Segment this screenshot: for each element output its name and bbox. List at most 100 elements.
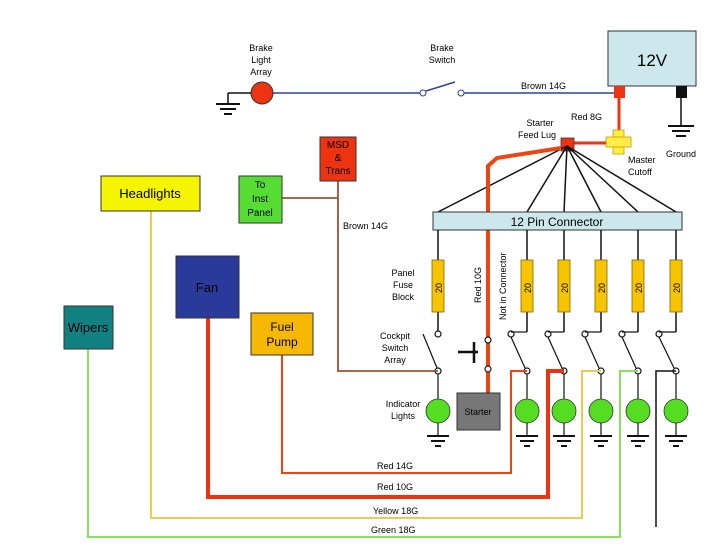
brake-switch-label: Brake Switch — [429, 43, 456, 65]
svg-text:Switch: Switch — [382, 343, 409, 353]
fuse-4-value: 20 — [597, 283, 607, 293]
fuse-columns — [437, 230, 677, 332]
fuse-3-value: 20 — [560, 283, 570, 293]
indicator-light-6 — [663, 398, 689, 424]
fuel-pump-label: Fuel Pump — [266, 320, 298, 349]
starter-feed-lug-label: Starter Feed Lug — [518, 118, 556, 140]
svg-text:Fuel: Fuel — [270, 320, 293, 334]
wire-yellow-18g — [150, 211, 601, 519]
svg-text:To: To — [255, 180, 266, 191]
ground-symbol-battery — [668, 125, 694, 137]
headlights-label: Headlights — [119, 186, 181, 201]
fuse-6 — [669, 259, 683, 313]
svg-text:Trans: Trans — [325, 166, 350, 177]
msd-trans-label: MSD & Trans — [325, 140, 350, 177]
svg-text:Array: Array — [384, 355, 406, 365]
ground-symbols-lights — [427, 423, 687, 447]
svg-text:Brake: Brake — [249, 43, 273, 53]
wire-label-green-18g: Green 18G — [371, 525, 416, 535]
indicator-lights-label: Indicator Lights — [386, 399, 421, 421]
svg-text:Light: Light — [251, 55, 271, 65]
fuse-3 — [557, 259, 571, 313]
svg-text:Cockpit: Cockpit — [380, 331, 411, 341]
fuse-2-value: 20 — [523, 283, 533, 293]
wire-label-red-10g-vertical: Red 10G — [473, 267, 483, 303]
wire-label-yellow-18g: Yellow 18G — [373, 506, 418, 516]
svg-text:&: & — [335, 153, 342, 164]
wire-label-brown-14g-mid: Brown 14G — [343, 221, 388, 231]
starter-pushbutton — [458, 342, 478, 363]
brake-switch-lever — [425, 81, 456, 92]
wipers-label: Wipers — [68, 320, 109, 335]
indicator-light-1 — [425, 398, 451, 424]
ground-label: Ground — [666, 149, 696, 159]
svg-text:Switch: Switch — [429, 55, 456, 65]
svg-text:Inst: Inst — [252, 194, 268, 205]
inst-panel-label: To Inst Panel — [247, 180, 273, 219]
wire-red-10g-fan — [206, 318, 564, 499]
brake-light-lamp — [250, 81, 274, 105]
wipers-box — [63, 305, 114, 350]
svg-text:Panel: Panel — [391, 268, 414, 278]
panel-fuse-label: Panel Fuse Block — [391, 268, 414, 302]
indicator-light-4 — [588, 398, 614, 424]
svg-text:MSD: MSD — [327, 140, 349, 151]
wire-brown-msd — [337, 181, 438, 372]
svg-text:Fuse: Fuse — [393, 280, 413, 290]
battery-positive-terminal — [614, 86, 625, 98]
indicator-light-2 — [514, 398, 540, 424]
svg-text:Master: Master — [628, 155, 656, 165]
fuse-1 — [431, 259, 445, 313]
inst-panel-box — [238, 175, 283, 224]
svg-text:Block: Block — [392, 292, 415, 302]
svg-text:Array: Array — [250, 67, 272, 77]
svg-text:Indicator: Indicator — [386, 399, 421, 409]
connector-label: 12 Pin Connector — [511, 215, 604, 229]
lug-fanout-wires — [437, 145, 677, 213]
fan-label: Fan — [196, 280, 218, 295]
fuse-5-value: 20 — [634, 283, 644, 293]
indicator-light-3 — [551, 398, 577, 424]
wire-green-18g — [87, 349, 638, 538]
svg-text:Lights: Lights — [391, 411, 416, 421]
svg-text:Starter: Starter — [526, 118, 553, 128]
indicator-light-5 — [625, 398, 651, 424]
battery-box — [607, 30, 697, 87]
battery-label: 12V — [637, 51, 668, 70]
wire-red-14g — [281, 355, 527, 474]
fan-box — [175, 255, 240, 319]
starter-label: Starter — [464, 407, 491, 417]
msd-trans-box — [319, 136, 357, 182]
wire-label-not-in-connector: Not in Connector — [498, 252, 508, 320]
svg-text:Brake: Brake — [430, 43, 454, 53]
wire-label-red-14g: Red 14G — [377, 461, 413, 471]
fuse-6-value: 20 — [672, 283, 682, 293]
fuse-block: 20 20 20 20 20 20 — [431, 259, 683, 313]
svg-text:Cutoff: Cutoff — [628, 167, 652, 177]
master-cutoff-switch — [605, 129, 632, 155]
wire-black-spare — [655, 370, 676, 527]
wire-label-red-8g: Red 8G — [571, 112, 602, 122]
svg-text:Panel: Panel — [247, 208, 273, 219]
svg-text:Feed Lug: Feed Lug — [518, 130, 556, 140]
wire-label-red-10g: Red 10G — [377, 482, 413, 492]
fuse-5 — [631, 259, 645, 313]
wire-red-10g-starter — [486, 146, 562, 366]
svg-text:Pump: Pump — [266, 335, 298, 349]
starter-box — [456, 392, 501, 431]
cockpit-switch-label: Cockpit Switch Array — [380, 331, 411, 365]
twelve-pin-connector — [432, 211, 683, 231]
master-cutoff-label: Master Cutoff — [628, 155, 656, 177]
wire-label-brown-14g-top: Brown 14G — [521, 81, 566, 91]
brake-light-label: Brake Light Array — [249, 43, 273, 77]
ground-symbol-brake — [216, 103, 240, 115]
fuel-pump-box — [250, 312, 314, 356]
fuse-1-value: 20 — [434, 283, 444, 293]
fuse-2 — [520, 259, 534, 313]
indicator-lights — [425, 398, 689, 424]
fuse-4 — [594, 259, 608, 313]
headlights-box — [100, 175, 201, 212]
battery-negative-terminal — [676, 86, 687, 98]
